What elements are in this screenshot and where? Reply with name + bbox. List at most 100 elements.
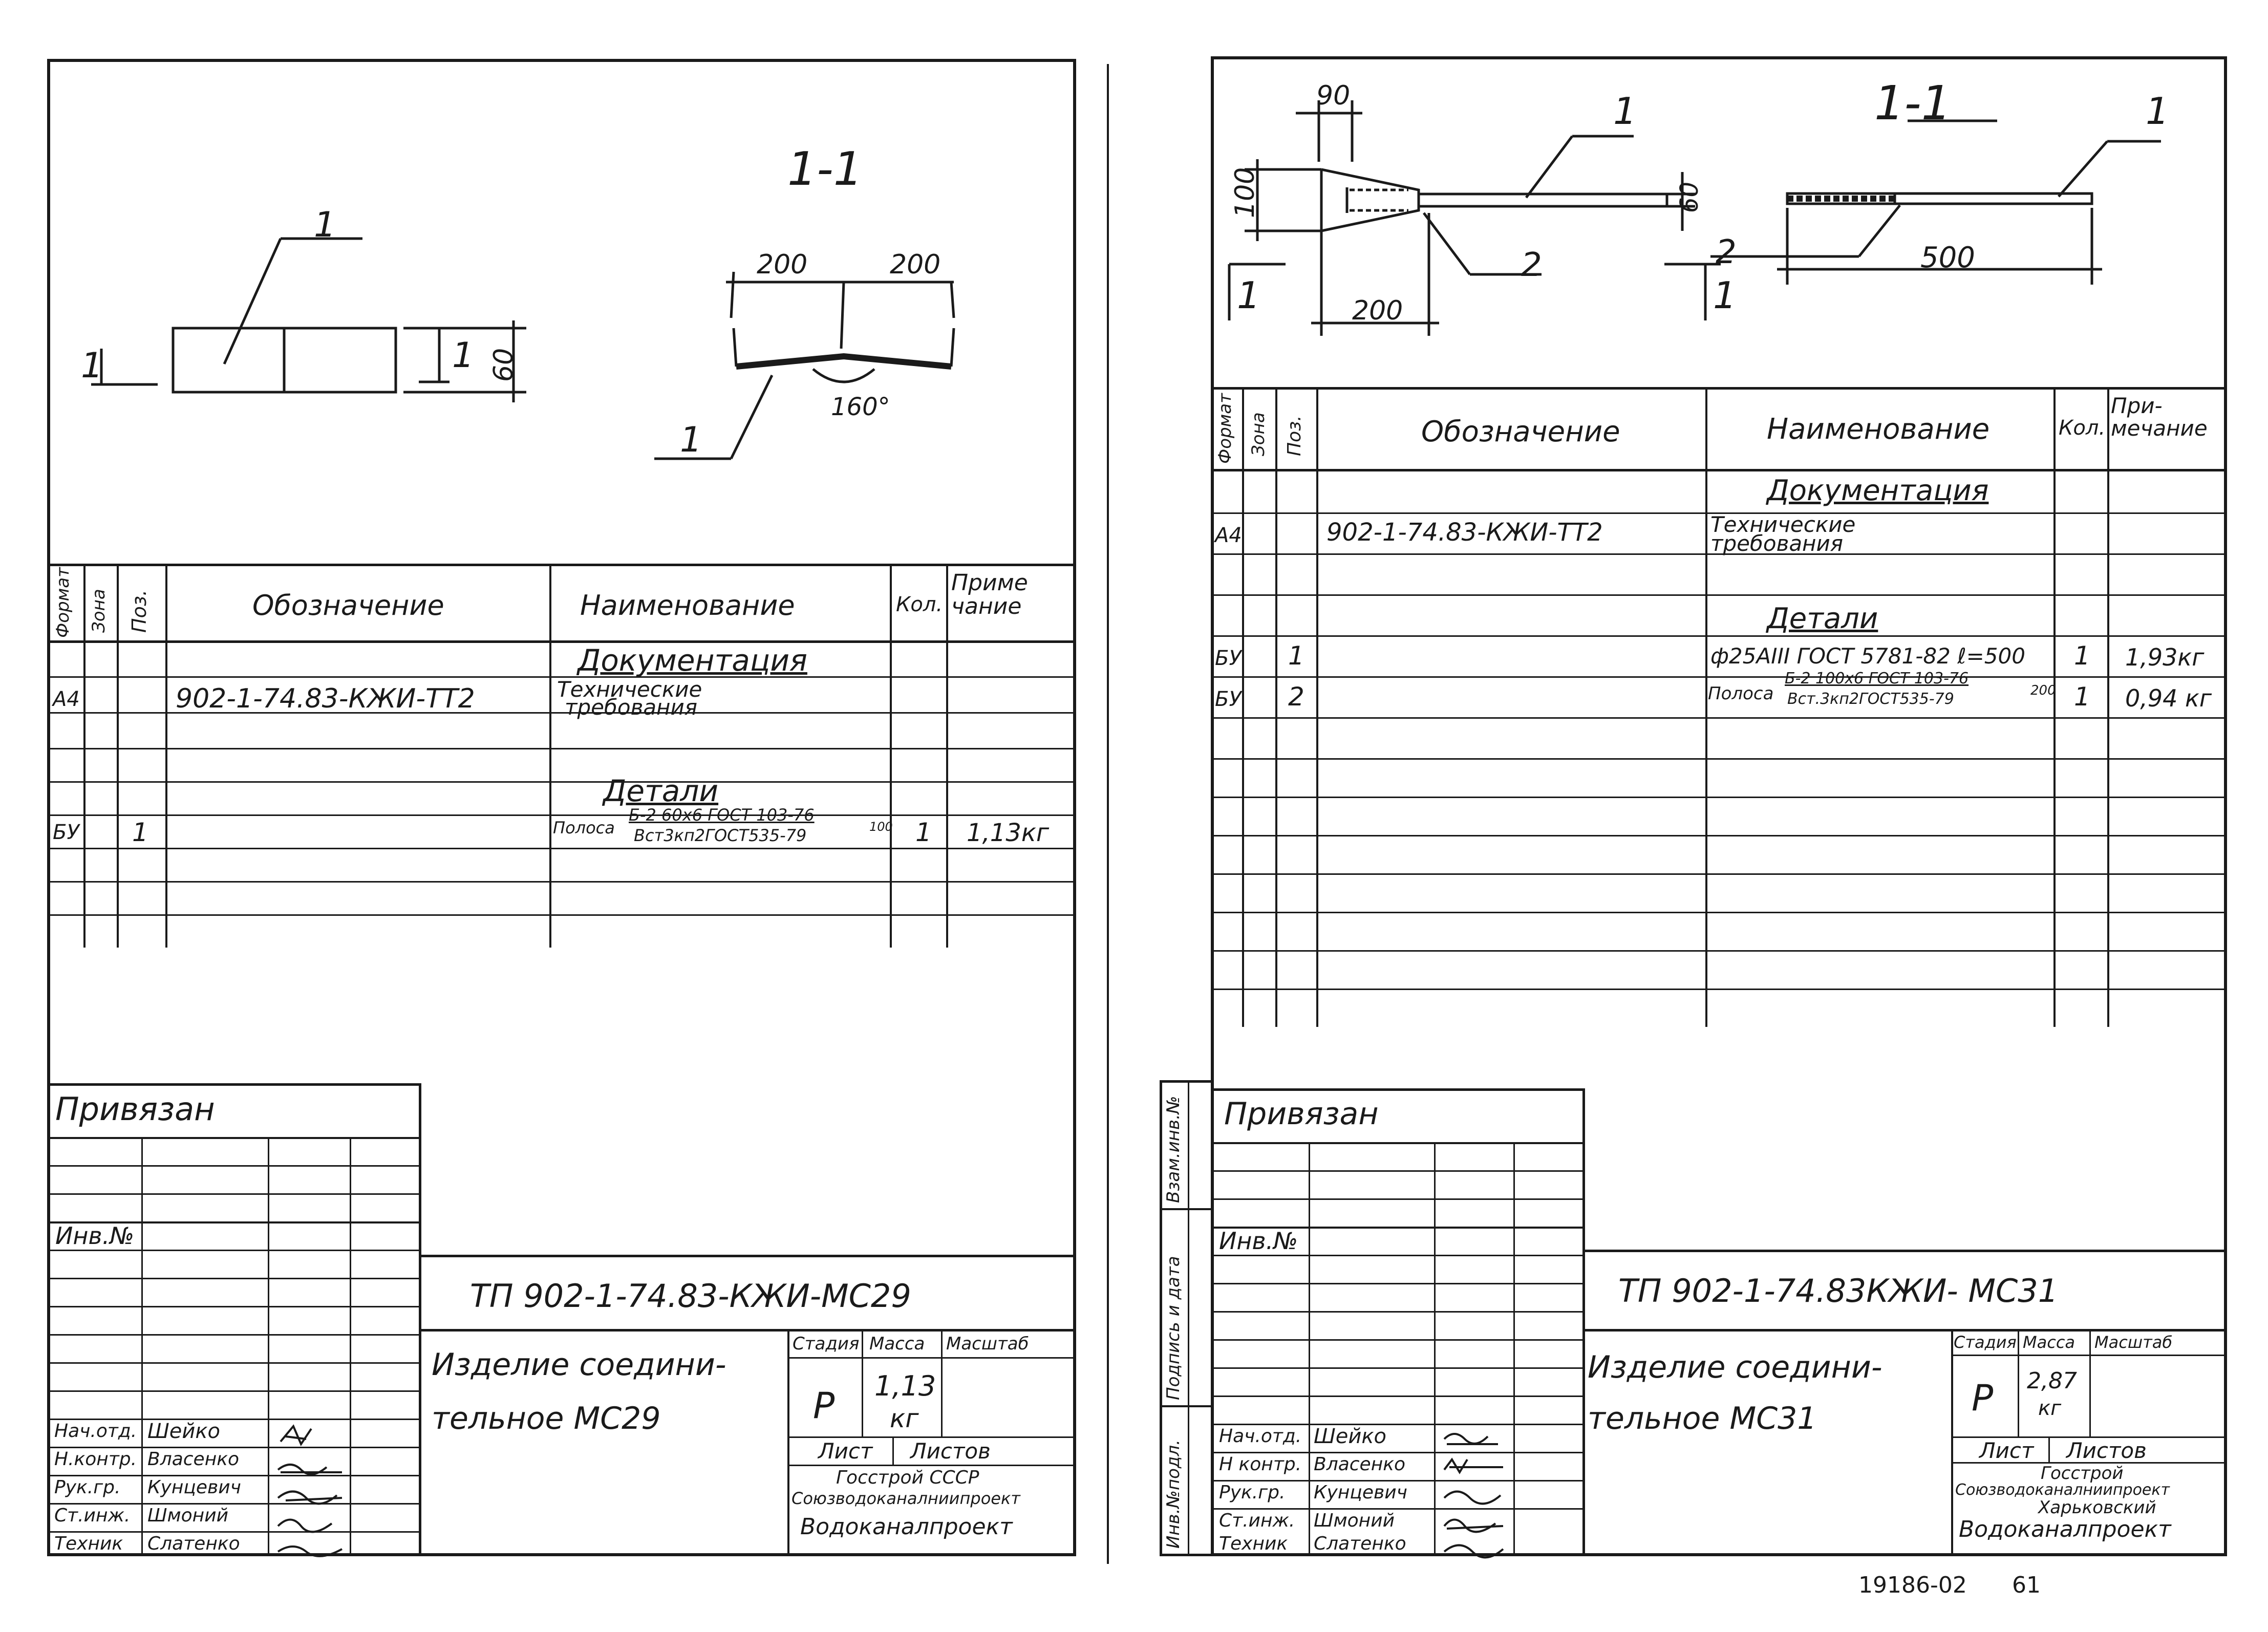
left-privyazan: Привязан [55, 1090, 215, 1128]
left-stage: Р [813, 1385, 835, 1427]
right-inv-no: Инв.№ [1219, 1227, 1298, 1255]
right-dim-500: 500 [1920, 241, 1975, 274]
left-sheets-hdr: Листов [910, 1438, 991, 1464]
right-pos-1b: 1 [2146, 90, 2169, 133]
left-title-2: тельное МС29 [432, 1401, 661, 1436]
margin-inv-podl: Инв.№подл. [1163, 1440, 1184, 1549]
left-d1-name-bottom: Вст3кп2ГОСТ535-79 [634, 826, 807, 845]
right-hdr-pos: Поз. [1284, 415, 1305, 456]
right-role-4: Техник [1219, 1533, 1288, 1554]
margin-strip-divider-b [1162, 1208, 1211, 1210]
right-d2-name-bottom: Вст.3кп2ГОСТ535-79 [1787, 690, 1954, 708]
left-d1-pos: 1 [132, 818, 148, 847]
left-scale-hdr: Масштаб [946, 1334, 1029, 1354]
margin-strip-outer [1160, 1080, 1162, 1556]
right-title-2: тельное МС31 [1588, 1401, 1817, 1436]
right-doc-designation: 902-1-74.83-КЖИ-ТТ2 [1326, 518, 1603, 547]
left-details-section: Детали [603, 774, 719, 808]
right-mass-2: кг [2038, 1397, 2062, 1420]
left-hdr-name: Наименование [580, 589, 795, 621]
margin-strip-divider-a [1162, 1080, 1211, 1083]
left-name-1: Власенко [147, 1449, 240, 1470]
margin-strip-divider-d [1162, 1554, 1211, 1556]
page-number: 61 [2012, 1572, 2041, 1598]
right-dim-60: 60 [1675, 181, 1704, 213]
right-hdr-zone: Зона [1248, 412, 1269, 456]
right-drawing [1214, 59, 2228, 397]
right-role-1: Н контр. [1219, 1454, 1302, 1475]
right-mass-1: 2,87 [2027, 1368, 2077, 1394]
right-doc-format: А4 [1215, 524, 1242, 547]
right-mass-hdr: Масса [2023, 1333, 2076, 1352]
right-d2-pos: 2 [1288, 682, 1304, 712]
right-name-0: Шейко [1314, 1425, 1387, 1448]
left-org-1: Госстрой СССР [836, 1467, 979, 1488]
left-d1-qty: 1 [915, 818, 932, 847]
right-sheets-hdr: Листов [2066, 1438, 2147, 1463]
right-pos-1a: 1 [1613, 90, 1637, 133]
left-role-1: Н.контр. [54, 1449, 137, 1470]
right-org-3: Харьковский [2038, 1497, 2156, 1518]
left-section-label: 1-1 [787, 142, 863, 196]
left-role-2: Рук.гр. [54, 1477, 121, 1498]
left-pos-label-bottom: 1 [680, 420, 702, 460]
left-d1-format: БУ [53, 821, 79, 844]
right-cut-mark-left: 1 [1237, 274, 1260, 317]
right-d2-note: 0,94 кг [2125, 684, 2212, 712]
center-divider [1107, 64, 1109, 1564]
left-d1-name-top: Б-2 60х6 ГОСТ 103-76 [629, 805, 815, 825]
right-hdr-qty: Кол. [2059, 416, 2106, 440]
right-hdr-format: Формат [1215, 393, 1235, 464]
right-details-section: Детали [1767, 602, 1878, 635]
left-d1-note: 1,13кг [967, 819, 1050, 847]
left-drawing [50, 62, 1074, 574]
left-hdr-zone: Зона [89, 589, 109, 633]
right-dim-100: 100 [1230, 167, 1260, 218]
right-hdr-designation: Обозначение [1421, 415, 1620, 448]
left-hdr-qty: Кол. [896, 593, 943, 616]
margin-strip-divider-c [1162, 1405, 1211, 1407]
left-hdr-note: Приме чание [951, 570, 1028, 620]
right-pos-2a: 2 [1521, 246, 1542, 284]
right-scale-hdr: Масштаб [2094, 1333, 2173, 1352]
right-role-3: Ст.инж. [1219, 1510, 1295, 1531]
right-doc-name-1: Технические [1710, 512, 1856, 537]
right-d2-name-prefix: Полоса [1708, 683, 1774, 704]
right-d1-note: 1,93кг [2125, 643, 2205, 671]
right-d1-pos: 1 [1288, 641, 1304, 671]
right-org-2: Союзводоканалниипроект [1955, 1481, 2170, 1499]
right-role-0: Нач.отд. [1219, 1426, 1302, 1447]
right-privyazan: Привязан [1224, 1096, 1379, 1132]
left-dim-200-b: 200 [890, 249, 941, 280]
left-role-4: Техник [54, 1533, 123, 1554]
right-stage: Р [1972, 1377, 1994, 1419]
left-role-0: Нач.отд. [54, 1421, 137, 1442]
left-name-0: Шейко [147, 1420, 221, 1443]
right-dim-200: 200 [1352, 295, 1403, 326]
left-hdr-pos: Поз. [128, 589, 151, 633]
right-role-2: Рук.гр. [1219, 1482, 1286, 1503]
right-hdr-name: Наименование [1767, 413, 1990, 446]
right-dim-90: 90 [1316, 80, 1351, 111]
right-section-label: 1-1 [1874, 76, 1952, 131]
right-name-1: Власенко [1314, 1454, 1406, 1475]
left-d1-name-prefix: Полоса [553, 818, 615, 838]
left-pos-label-top: 1 [314, 205, 336, 245]
right-name-2: Кунцевич [1314, 1482, 1407, 1503]
right-org-1: Госстрой [2041, 1463, 2124, 1484]
left-mass-2: кг [890, 1404, 919, 1433]
margin-vzam: Взам.инв.№ [1163, 1096, 1184, 1203]
left-signatures [270, 1421, 352, 1554]
left-title-1: Изделие соедини- [432, 1347, 726, 1383]
right-d2-format: БУ [1215, 688, 1242, 711]
right-pos-2b: 2 [1716, 233, 1737, 271]
left-cut-mark-left: 1 [81, 346, 103, 386]
right-doc-code: ТП 902-1-74.83КЖИ- МС31 [1618, 1272, 2059, 1309]
right-org-4: Водоканалпроект [1959, 1516, 2171, 1542]
left-org-3: Водоканалпроект [800, 1514, 1013, 1540]
right-d2-name-top: Б-2 100х6 ГОСТ 103-76 [1785, 670, 1969, 688]
left-dim-200-a: 200 [757, 249, 808, 280]
left-hdr-format: Формат [53, 567, 73, 638]
left-dim-60: 60 [488, 348, 519, 382]
left-d1-name-len: 100 [869, 820, 893, 834]
